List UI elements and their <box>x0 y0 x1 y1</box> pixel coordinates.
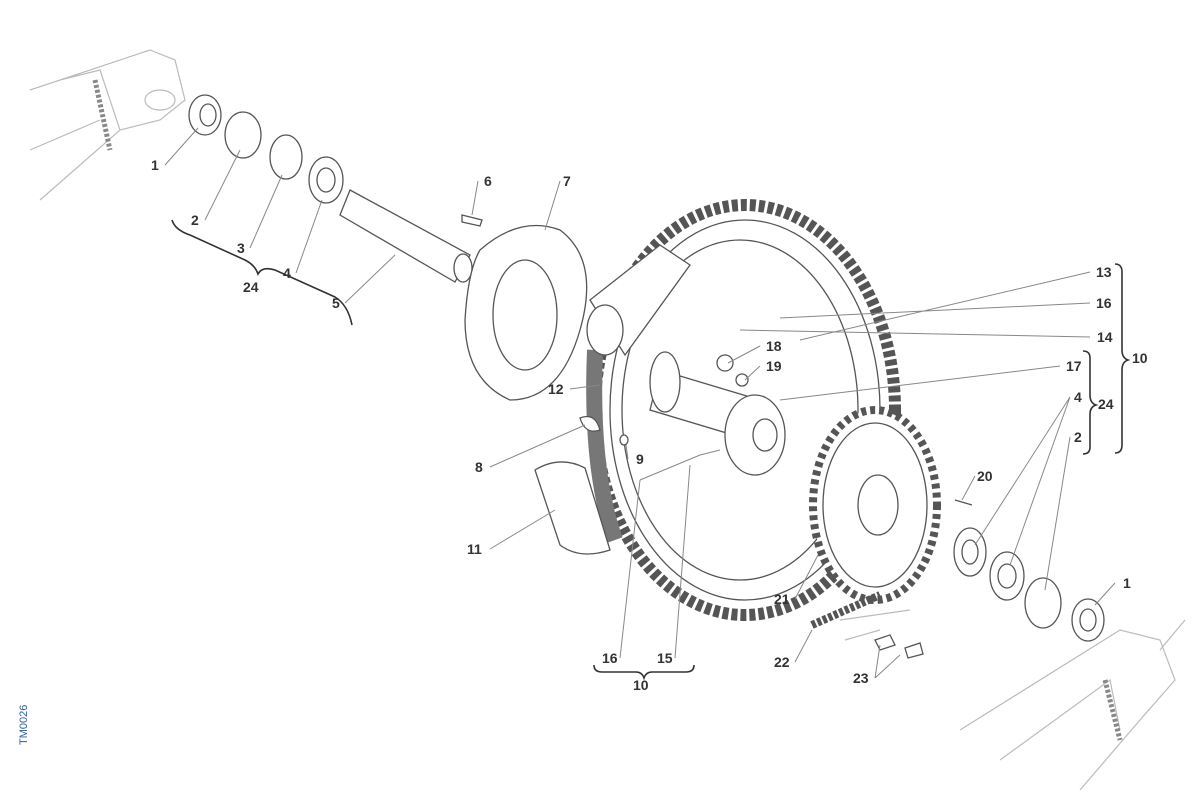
callout: 4 <box>1074 389 1082 405</box>
callout: 21 <box>774 591 790 607</box>
callout: 13 <box>1096 264 1112 280</box>
brace-10-right <box>1114 263 1131 454</box>
callout: 2 <box>191 212 199 228</box>
callout: 24 <box>1098 396 1114 412</box>
callout: 17 <box>1066 358 1082 374</box>
callout: 15 <box>657 650 673 666</box>
leader-lines <box>164 127 1116 679</box>
left-bearing-stack <box>188 94 473 283</box>
chain <box>810 591 924 659</box>
callout: 16 <box>1096 295 1112 311</box>
callout: 1 <box>151 157 159 173</box>
callout: 1 <box>1123 575 1131 591</box>
callout: 22 <box>774 654 790 670</box>
callout: 24 <box>243 279 259 295</box>
rear-sprocket <box>809 406 973 604</box>
callout: 10 <box>1132 350 1148 366</box>
callout: 12 <box>548 381 564 397</box>
swingarm-right <box>959 619 1186 791</box>
callout: 7 <box>563 173 571 189</box>
callout: 10 <box>633 677 649 693</box>
callout: 4 <box>283 265 291 281</box>
right-bearing-stack <box>953 527 1105 642</box>
callout: 14 <box>1097 329 1113 345</box>
brace-24-left <box>171 219 353 326</box>
callout: 8 <box>475 459 483 475</box>
callout: 5 <box>332 295 340 311</box>
brake-disc <box>461 214 588 401</box>
callout: 9 <box>636 451 644 467</box>
swingarm-left <box>29 49 186 201</box>
callout: 3 <box>237 240 245 256</box>
callout: 23 <box>853 670 869 686</box>
callout: 11 <box>467 541 482 557</box>
callout: 20 <box>977 468 993 484</box>
brace-24-right <box>1082 350 1099 455</box>
callout: 19 <box>766 358 782 374</box>
callout: 16 <box>602 650 618 666</box>
callout: 6 <box>484 173 492 189</box>
callout-labels: 1 2 3 4 24 5 6 7 13 16 14 10 18 19 17 4 … <box>151 157 1148 693</box>
drawing-code: TM0026 <box>18 705 30 745</box>
callout: 18 <box>766 338 782 354</box>
callout: 2 <box>1074 429 1082 445</box>
brace-10-bottom <box>593 664 695 681</box>
